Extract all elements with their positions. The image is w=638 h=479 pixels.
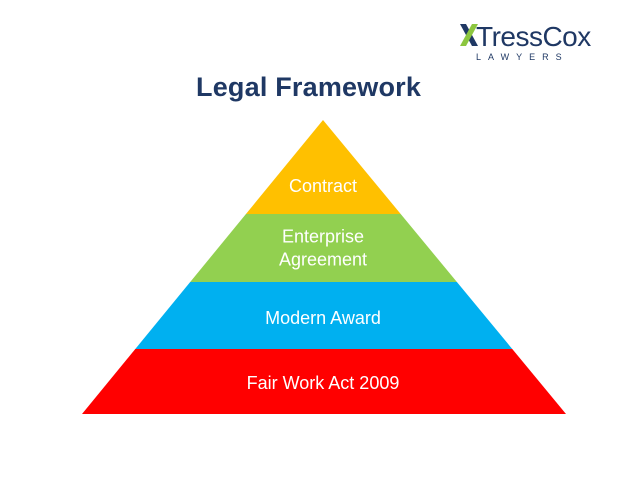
page-title: Legal Framework [196,72,422,102]
x-mark-icon [460,24,478,46]
pyramid-tier-1 [245,120,401,214]
tresscox-logo: TressCox LAWYERS [458,20,628,70]
pyramid-tier-3 [135,282,513,349]
pyramid-tier-label-line: Modern Award [265,308,381,328]
pyramid-tier-label-line: Agreement [279,250,367,270]
pyramid-tier-label-line: Fair Work Act 2009 [247,373,400,393]
pyramid-tier-label-3: Modern Award [265,308,381,328]
pyramid-tier-label-1: Contract [289,176,357,196]
pyramid-tier-4 [82,349,566,414]
pyramid-tier-label-line: Contract [289,176,357,196]
pyramid-tier-label-4: Fair Work Act 2009 [247,373,400,393]
pyramid-tier-label-line: Enterprise [282,227,364,247]
logo-tagline: LAWYERS [476,52,569,62]
pyramid-tier-2 [190,214,457,282]
logo-name: TressCox [476,21,591,52]
